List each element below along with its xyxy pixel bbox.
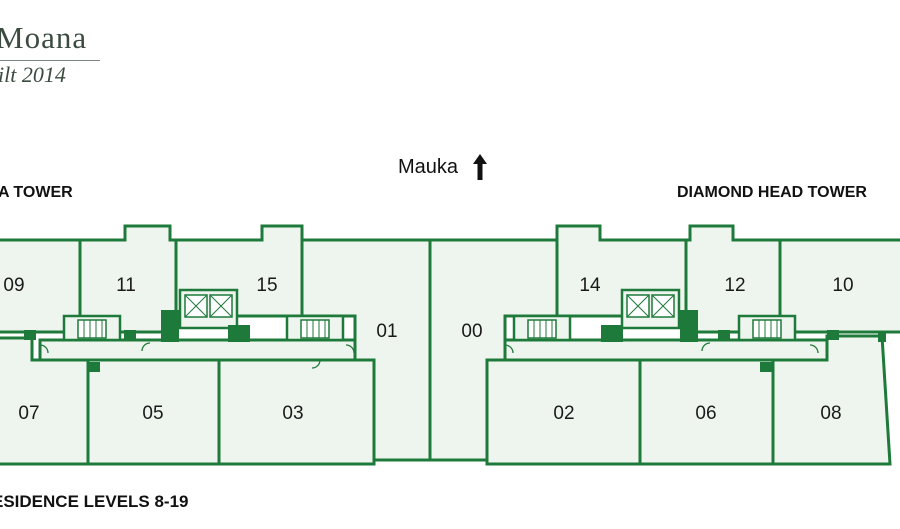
- orientation-label: Mauka: [398, 156, 459, 178]
- ewa-tower-label: A TOWER: [0, 184, 73, 201]
- shaft-right-3: [718, 330, 730, 340]
- diamond-head-tower-label: DIAMOND HEAD TOWER: [677, 184, 867, 201]
- door-swing-2: [141, 342, 151, 352]
- door-swing-4: [345, 344, 355, 354]
- unit-11-label: 11: [116, 275, 136, 296]
- elevator-x-marks-right: [626, 294, 675, 318]
- unit-01-label: 01: [376, 321, 397, 342]
- shaft-left-5: [88, 362, 100, 372]
- shaft-left-2: [228, 325, 250, 342]
- unit-09-label: 09: [3, 275, 24, 296]
- unit-12-outline: [684, 224, 782, 334]
- shaft-left-1: [161, 310, 179, 342]
- residence-levels-label: ESIDENCE LEVELS 8-19: [0, 492, 189, 511]
- unit-05-outline: [86, 358, 221, 466]
- unit-14-label: 14: [579, 275, 601, 296]
- shaft-right-1: [680, 310, 698, 342]
- stair-treads-left-a: [83, 320, 103, 338]
- door-swing-5: [504, 344, 514, 354]
- stair-core-left-a-inner: [77, 319, 107, 339]
- unit-06-label: 06: [695, 403, 716, 424]
- stair-core-left-b-inner: [300, 319, 330, 339]
- unit-10-outline: [778, 238, 900, 334]
- door-swing-6: [701, 342, 711, 352]
- stair-treads-right-b: [758, 320, 778, 338]
- unit-00-label: 00: [461, 321, 482, 342]
- brand-subtitle: ilt 2014: [0, 62, 66, 87]
- stair-treads-right-a: [533, 320, 553, 338]
- unit-07-label: 07: [18, 403, 39, 424]
- brand-divider: [0, 60, 100, 61]
- unit-02-outline: [485, 358, 642, 466]
- unit-10-label: 10: [832, 275, 853, 296]
- stair-treads-left-b: [306, 320, 326, 338]
- shaft-right-4: [827, 330, 839, 340]
- shaft-left-3: [124, 330, 136, 340]
- stair-core-right-a-inner: [527, 319, 557, 339]
- door-swing-7: [809, 344, 819, 354]
- elevator-x-marks-left: [184, 294, 233, 318]
- column-right-edge: [878, 332, 886, 342]
- unit-03-label: 03: [282, 403, 303, 424]
- stair-core-right-b-inner: [752, 319, 782, 339]
- unit-12-label: 12: [724, 275, 745, 296]
- shaft-right-5: [760, 362, 772, 372]
- unit-08-label: 08: [820, 403, 841, 424]
- door-swing-1: [39, 344, 49, 354]
- door-swing-3: [311, 359, 321, 369]
- unit-02-label: 02: [553, 403, 574, 424]
- corridor-left: [38, 338, 357, 362]
- unit-05-label: 05: [142, 403, 163, 424]
- shaft-left-4: [24, 330, 36, 340]
- unit-15-label: 15: [256, 275, 277, 296]
- brand-title: Moana: [0, 20, 88, 55]
- shaft-right-2: [601, 325, 623, 342]
- north-arrow-icon: [470, 152, 490, 182]
- corridor-right: [503, 338, 829, 362]
- unit-03-outline: [217, 358, 376, 466]
